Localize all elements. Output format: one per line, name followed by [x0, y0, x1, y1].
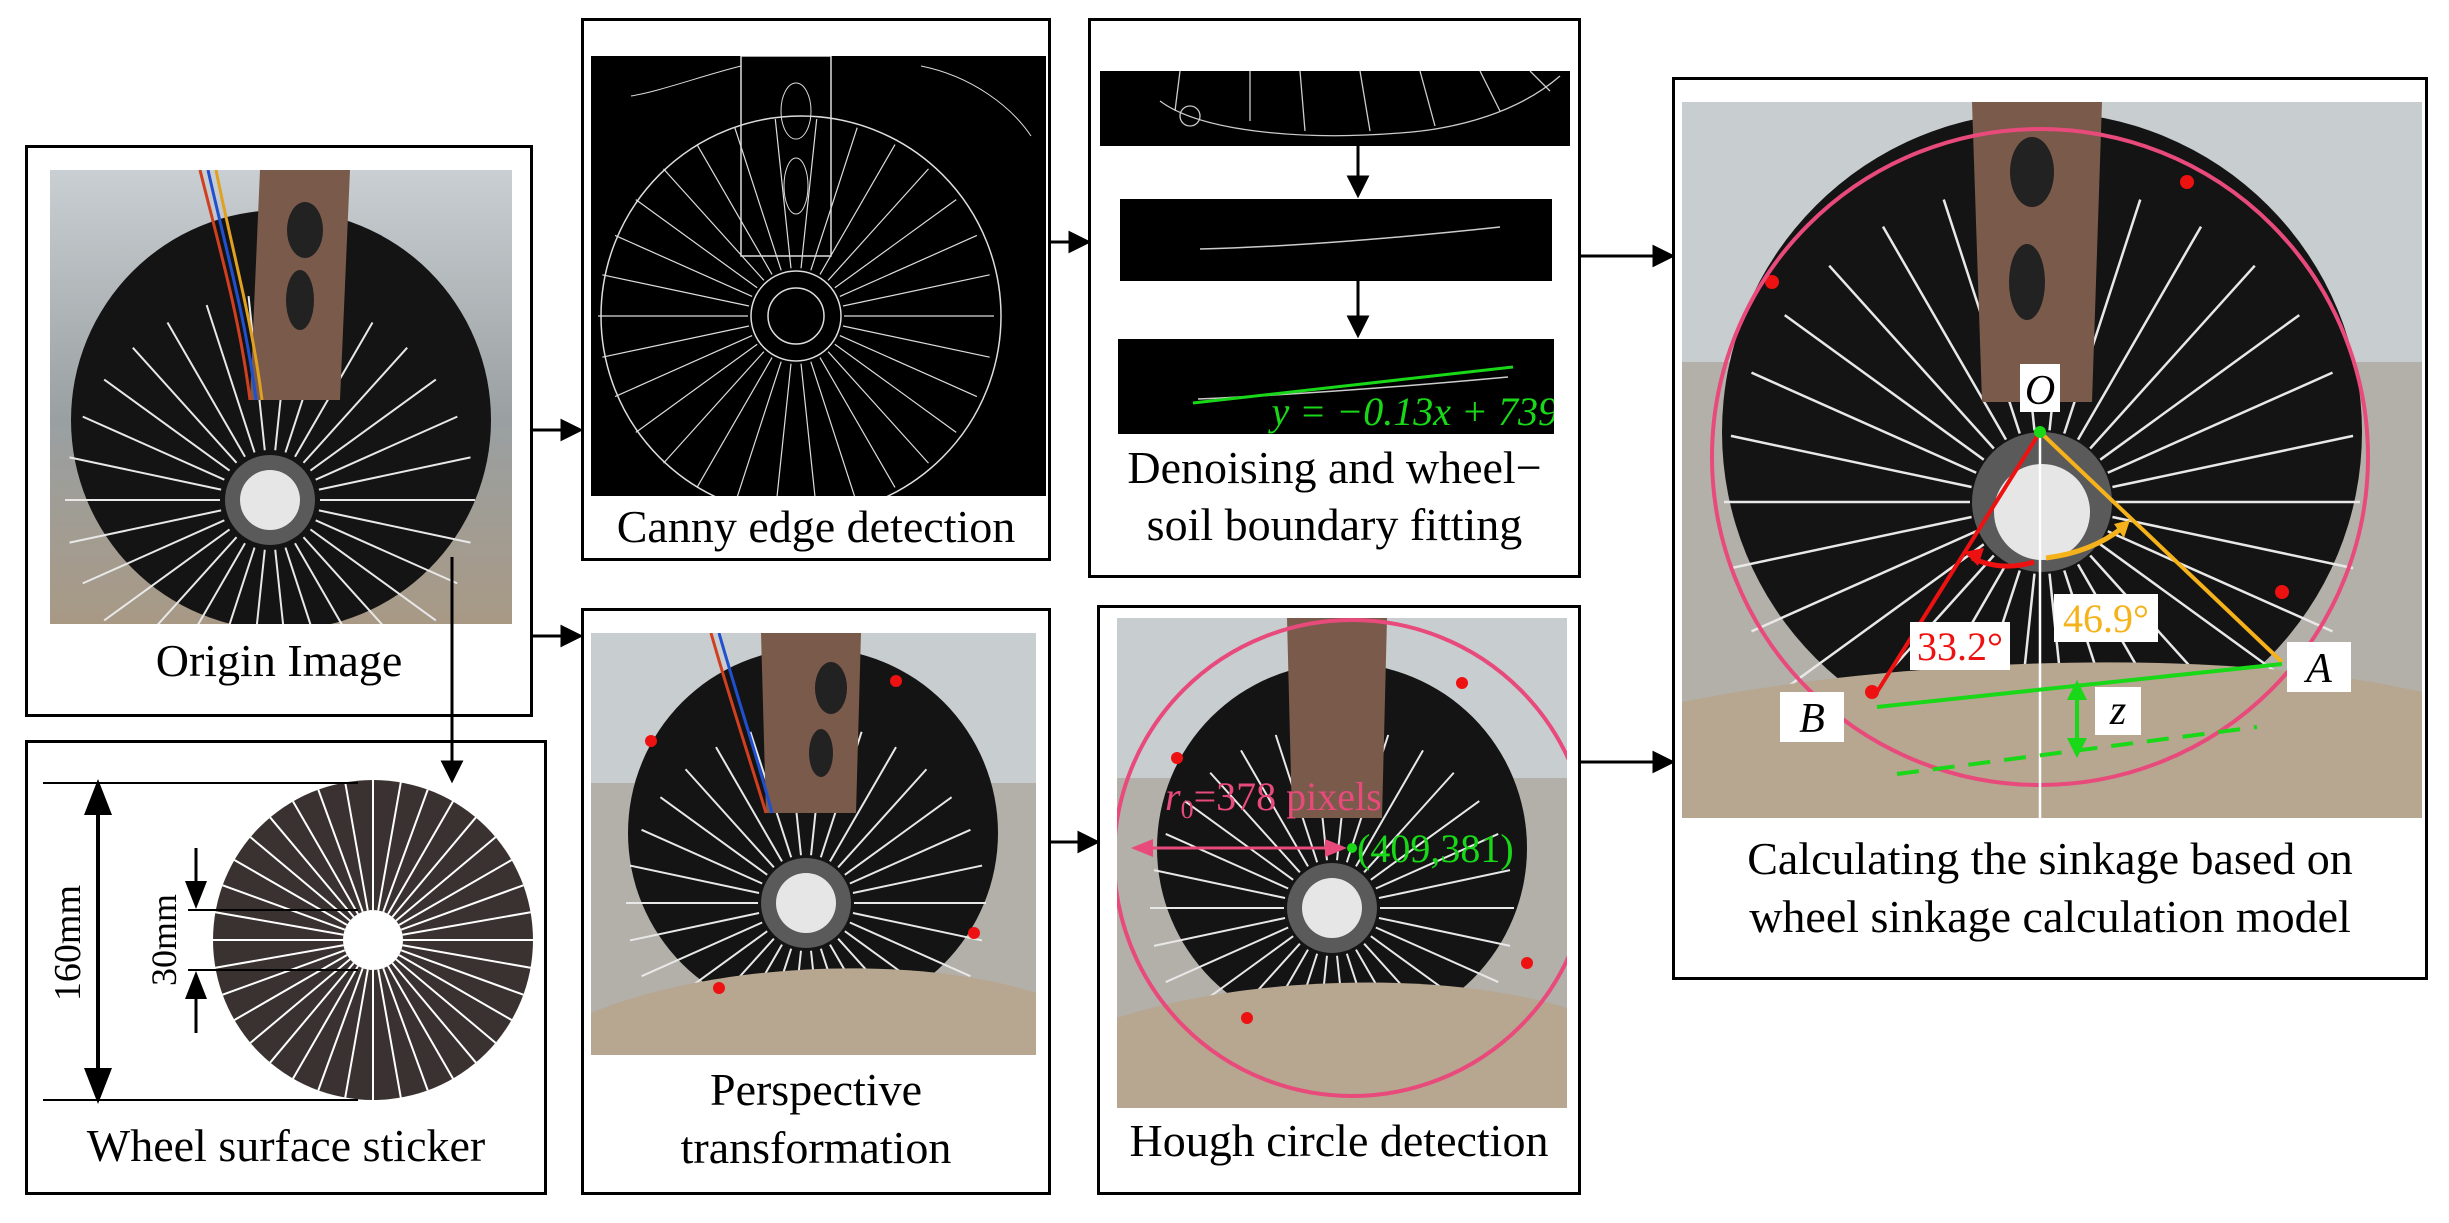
hough-photo: r0=378 pixels (409,381)	[1117, 618, 1567, 1108]
perspective-panel: Perspective transformation	[581, 608, 1051, 1195]
canny-caption: Canny edge detection	[616, 501, 1016, 552]
sinkage-panel: O A B z 33.2° 46.9° Calculating the sink…	[1672, 77, 2428, 980]
angle-orange-label: 46.9°	[2063, 596, 2149, 641]
origin-image-panel: Origin Image	[25, 145, 533, 717]
sticker-panel: 160mm 30mm Wheel surface sticker	[25, 740, 547, 1195]
sinkage-caption-line2: wheel sinkage calculation model	[1749, 891, 2351, 942]
denoise-caption-line1: Denoising and wheel−	[1127, 442, 1542, 493]
point-A-label: A	[2303, 646, 2332, 692]
point-B-label: B	[1799, 696, 1825, 742]
sinkage-z-label: z	[2109, 688, 2126, 734]
perspective-photo	[591, 633, 1036, 1055]
dim-30mm-label: 30mm	[144, 894, 184, 986]
hough-panel: r0=378 pixels (409,381) Hough circle det…	[1097, 605, 1581, 1195]
origin-wheel-photo	[50, 170, 512, 624]
radius-subscript: 0	[1181, 795, 1194, 824]
sinkage-photo: O A B z 33.2° 46.9°	[1682, 102, 2422, 818]
fit-equation: y = −0.13x + 739	[1268, 389, 1554, 434]
origin-image-caption: Origin Image	[155, 635, 403, 686]
sticker-caption: Wheel surface sticker	[86, 1120, 486, 1171]
angle-red-label: 33.2°	[1917, 624, 2003, 669]
denoise-top-image	[1100, 71, 1570, 146]
denoise-mid-image	[1120, 199, 1552, 281]
center-coordinate-label: (409,381)	[1357, 826, 1514, 871]
svg-text:r0=378 pixels: r0=378 pixels	[1165, 774, 1382, 824]
canny-panel: Canny edge detection	[581, 18, 1051, 561]
canny-edge-image	[591, 56, 1046, 496]
perspective-caption-line1: Perspective	[709, 1064, 923, 1115]
radius-symbol: r	[1165, 774, 1181, 819]
hough-caption: Hough circle detection	[1129, 1115, 1549, 1166]
radius-value: =378 pixels	[1194, 774, 1382, 819]
point-O-label: O	[2025, 368, 2055, 414]
perspective-caption-line2: transformation	[680, 1122, 952, 1173]
denoise-panel: y = −0.13x + 739 Denoising and wheel− so…	[1088, 18, 1581, 578]
dim-160mm-label: 160mm	[47, 885, 89, 1001]
denoise-caption-line2: soil boundary fitting	[1146, 499, 1523, 550]
denoise-fit-image: y = −0.13x + 739	[1118, 339, 1554, 434]
sinkage-caption-line1: Calculating the sinkage based on	[1747, 833, 2353, 884]
